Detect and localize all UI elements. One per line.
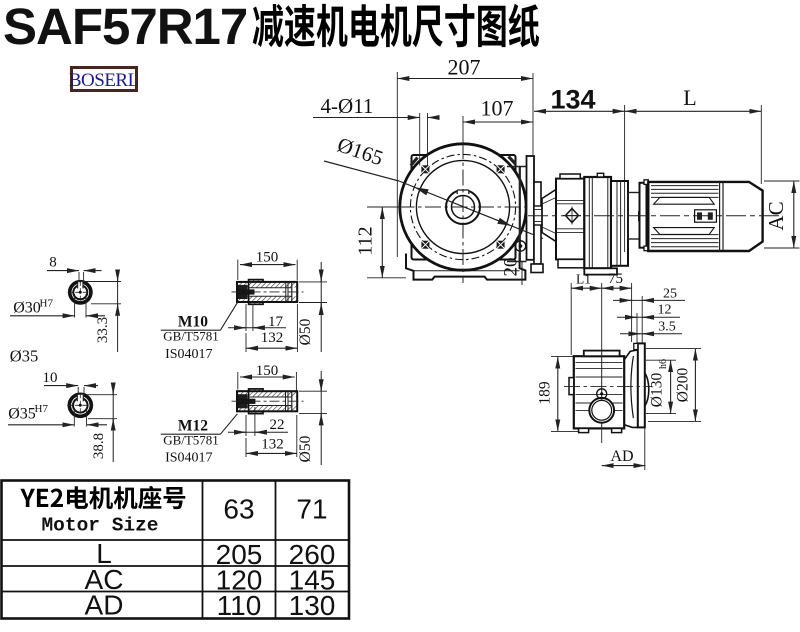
- svg-text:22: 22: [270, 417, 285, 433]
- svg-text:Ø35: Ø35: [8, 406, 36, 423]
- svg-text:205: 205: [216, 539, 263, 570]
- svg-text:AD: AD: [610, 448, 633, 465]
- svg-text:20: 20: [501, 258, 522, 277]
- svg-text:63: 63: [223, 494, 254, 525]
- svg-text:H7: H7: [40, 298, 54, 310]
- svg-text:L: L: [96, 538, 112, 569]
- svg-text:M12: M12: [178, 418, 208, 435]
- svg-text:71: 71: [296, 494, 327, 525]
- svg-text:GB/T5781: GB/T5781: [163, 433, 219, 448]
- svg-text:IS04017: IS04017: [165, 451, 212, 466]
- svg-text:BOSERL: BOSERL: [69, 70, 139, 91]
- svg-text:112: 112: [355, 226, 377, 255]
- svg-text:38.8: 38.8: [91, 433, 107, 459]
- svg-text:Motor Size: Motor Size: [41, 515, 158, 537]
- svg-text:Ø130: Ø130: [649, 373, 666, 408]
- svg-text:260: 260: [289, 539, 336, 570]
- svg-text:120: 120: [216, 565, 263, 596]
- svg-text:145: 145: [289, 565, 336, 596]
- svg-text:SAF57R17: SAF57R17: [3, 0, 247, 55]
- svg-text:134: 134: [550, 85, 595, 115]
- svg-text:AD: AD: [85, 590, 124, 621]
- svg-text:132: 132: [261, 437, 284, 453]
- svg-text:GB/T5781: GB/T5781: [163, 329, 219, 344]
- svg-text:Ø50: Ø50: [297, 318, 314, 345]
- svg-text:12: 12: [658, 303, 672, 318]
- svg-text:3.5: 3.5: [658, 320, 676, 335]
- svg-text:107: 107: [481, 96, 514, 121]
- svg-text:IS04017: IS04017: [165, 347, 212, 362]
- svg-text:Ø50: Ø50: [297, 435, 314, 462]
- svg-text:110: 110: [217, 590, 262, 621]
- svg-text:150: 150: [256, 250, 279, 266]
- svg-text:17: 17: [268, 314, 284, 330]
- svg-text:AC: AC: [85, 564, 124, 595]
- svg-text:8: 8: [49, 255, 57, 271]
- svg-text:10: 10: [43, 370, 58, 386]
- svg-text:h6: h6: [658, 359, 669, 369]
- svg-text:Ø30: Ø30: [13, 300, 41, 317]
- svg-text:189: 189: [537, 381, 554, 405]
- svg-text:L: L: [683, 85, 696, 110]
- svg-text:Ø35: Ø35: [10, 347, 38, 366]
- svg-text:132: 132: [261, 330, 284, 346]
- svg-text:75: 75: [608, 271, 623, 287]
- svg-text:M10: M10: [178, 314, 208, 331]
- svg-text:L1: L1: [576, 272, 591, 287]
- svg-text:207: 207: [448, 55, 481, 80]
- svg-text:130: 130: [289, 590, 336, 621]
- svg-text:Ø200: Ø200: [675, 368, 692, 403]
- svg-text:33.3: 33.3: [95, 317, 111, 343]
- svg-text:4-Ø11: 4-Ø11: [321, 94, 374, 118]
- svg-text:25: 25: [663, 286, 677, 301]
- svg-text:H7: H7: [35, 403, 49, 415]
